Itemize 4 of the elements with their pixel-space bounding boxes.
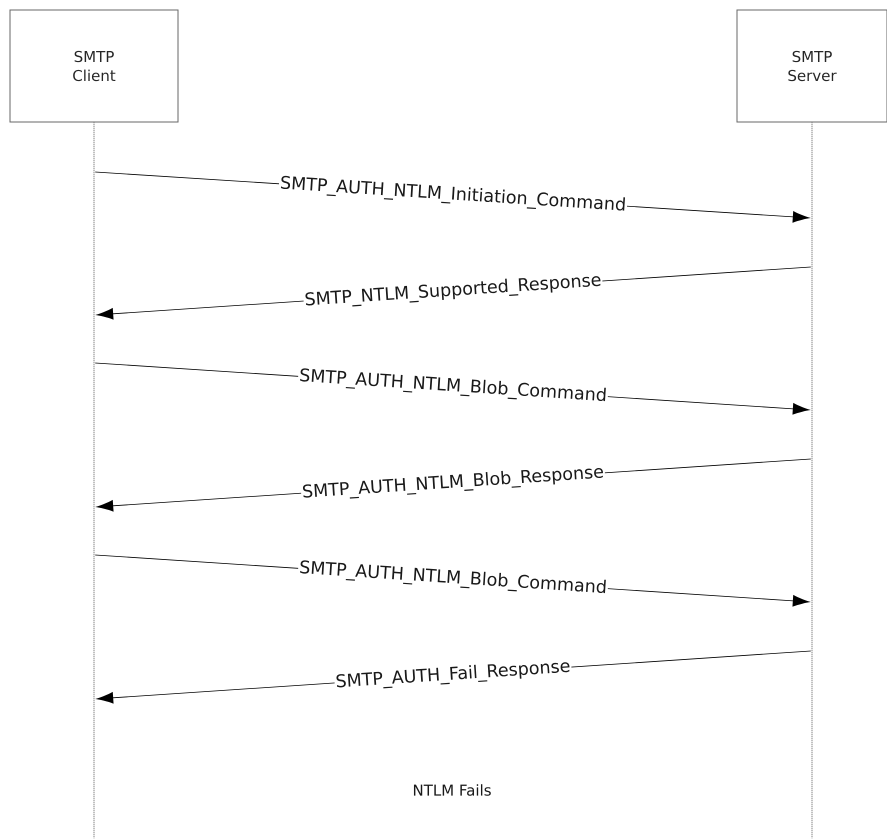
lifeline-box: SMTP Client (10, 10, 178, 122)
message-label: SMTP_AUTH_Fail_Response (336, 662, 570, 688)
caption-text: NTLM Fails (414, 784, 491, 796)
lifeline-box: SMTP Server (736, 10, 887, 122)
